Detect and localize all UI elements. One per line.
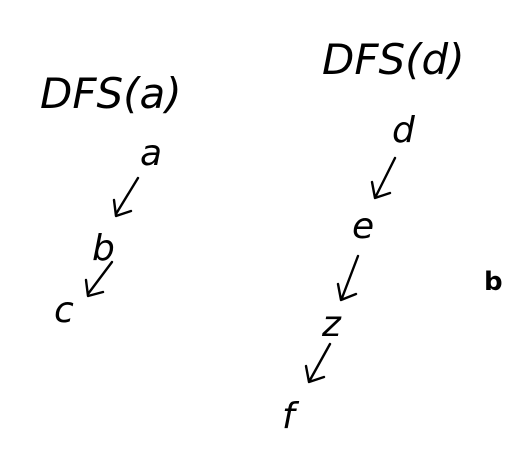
- edge-arrow-a-to-b: [112, 176, 140, 218]
- edge-arrow-e-to-z: [336, 254, 360, 302]
- node-z: z: [321, 304, 342, 345]
- node-e: e: [352, 206, 374, 247]
- node-c: c: [54, 290, 74, 331]
- right-tree-title: DFS(d): [322, 35, 465, 84]
- node-f: f: [282, 396, 300, 437]
- node-d: d: [392, 110, 416, 151]
- edge-arrow-z-to-f: [304, 342, 332, 384]
- right-dfs-tree: DFS(d) d e z f: [282, 35, 465, 437]
- edge-arrow-b-to-c: [84, 260, 114, 298]
- node-b: b: [92, 228, 115, 269]
- edge-arrow-d-to-e: [370, 156, 397, 200]
- left-dfs-tree: DFS(a) a b c: [40, 69, 182, 331]
- node-a: a: [140, 133, 162, 174]
- left-tree-title: DFS(a): [40, 69, 182, 118]
- side-label-b: b: [484, 267, 503, 297]
